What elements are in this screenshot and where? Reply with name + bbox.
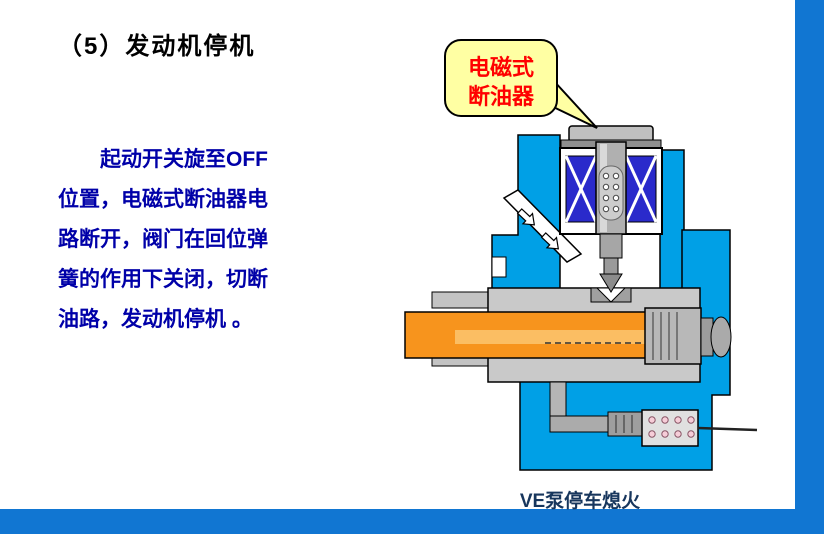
armature-plunger	[595, 141, 627, 275]
ve-pump-diagram: 电磁式 断油器	[404, 39, 758, 471]
body-paragraph: 起动开关旋至OFF 位置，电磁式断油器电 路断开，阀门在回位弹 簧的作用下关闭，…	[58, 140, 378, 340]
end-knob	[710, 316, 732, 358]
housing-notch	[491, 256, 507, 278]
solenoid-cutoff-valve	[559, 125, 663, 275]
electrical-connector	[641, 409, 699, 447]
flow-arrow-icon	[540, 232, 560, 250]
return-spring-coils	[602, 172, 620, 213]
paragraph-line: 路断开，阀门在回位弹	[58, 228, 268, 251]
callout-body	[444, 39, 558, 117]
slide-border-right	[795, 0, 824, 534]
connector-pins	[648, 416, 695, 438]
paragraph-line: 位置，电磁式断油器电	[58, 188, 268, 211]
slide-title: （5）发动机停机	[58, 33, 256, 60]
slide-border-bottom	[0, 509, 824, 534]
fuel-inlet-channel	[502, 189, 583, 263]
callout-bubble: 电磁式 断油器	[444, 39, 598, 129]
coil-winding-right	[624, 155, 658, 223]
drain-pipe-and-connector	[549, 381, 758, 447]
flow-arrow-icon	[516, 208, 536, 226]
diagram-caption: VE泵停车熄火	[519, 491, 641, 512]
paragraph-line: 起动开关旋至OFF	[100, 148, 268, 171]
paragraph-line: 油路，发动机停机 。	[58, 308, 253, 331]
distributor-plunger	[644, 307, 732, 365]
callout-text-line1: 电磁式	[468, 55, 534, 80]
connector-wire	[697, 426, 758, 432]
fuel-passage	[404, 311, 652, 359]
callout-text-line2: 断油器	[468, 84, 535, 109]
valve-needle-icon	[599, 273, 623, 293]
coil-winding-left	[564, 155, 598, 223]
return-spring-window	[598, 165, 624, 221]
paragraph-line: 簧的作用下关闭，切断	[58, 268, 268, 291]
